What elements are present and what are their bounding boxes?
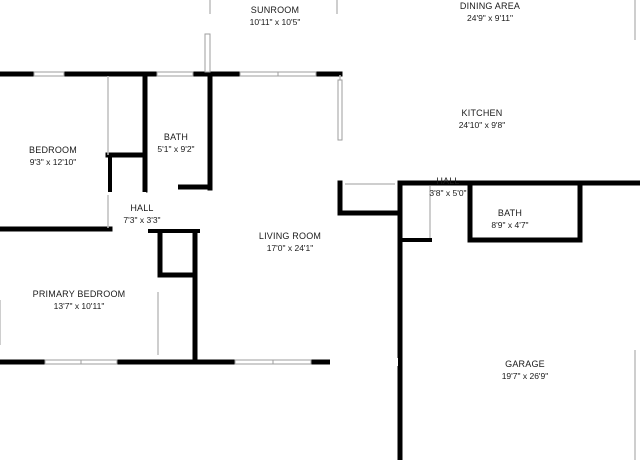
window bbox=[234, 359, 274, 365]
window bbox=[80, 359, 118, 365]
window bbox=[277, 71, 317, 77]
room-dims: 17'0" x 24'1" bbox=[266, 243, 314, 253]
room-dims: 9'3" x 12'10" bbox=[29, 157, 77, 167]
window bbox=[33, 71, 65, 77]
walls bbox=[0, 71, 640, 460]
room-dims: 7'3" x 3'3" bbox=[123, 215, 161, 225]
window bbox=[204, 33, 211, 73]
window bbox=[272, 359, 312, 365]
opening bbox=[148, 183, 178, 191]
room-dims: 19'7" x 26'9" bbox=[501, 371, 549, 381]
room-dims: 24'10" x 9'8" bbox=[458, 120, 506, 130]
bath-label-2: BATH 8'9" x 4'7" bbox=[478, 207, 542, 231]
room-name: GARAGE bbox=[505, 359, 545, 369]
sunroom-label: SUNROOM 10'11" x 10'5" bbox=[215, 4, 335, 28]
bath-label: BATH 5'1" x 9'2" bbox=[146, 131, 206, 155]
opening bbox=[330, 358, 398, 366]
living-room-label: LIVING ROOM 17'0" x 24'1" bbox=[230, 230, 350, 254]
room-dims: 5'1" x 9'2" bbox=[157, 144, 195, 154]
room-dims: 3'8" x 5'0" bbox=[429, 188, 467, 198]
room-dims: 10'11" x 10'5" bbox=[249, 17, 301, 27]
room-name: HALL bbox=[130, 203, 154, 213]
room-name: LIVING ROOM bbox=[258, 231, 322, 241]
dining-area-label: DINING AREA 24'9" x 9'11" bbox=[430, 0, 550, 24]
room-dims: 24'9" x 9'11" bbox=[467, 13, 513, 23]
garage-label: GARAGE 19'7" x 26'9" bbox=[465, 358, 585, 382]
room-name: DINING AREA bbox=[459, 1, 521, 11]
room-name: BATH bbox=[163, 132, 189, 142]
bedroom-label: BEDROOM 9'3" x 12'10" bbox=[0, 144, 106, 168]
room-name: HALL bbox=[436, 176, 460, 186]
opening bbox=[112, 192, 146, 202]
hall-label-2: HALL 3'8" x 5'0" bbox=[420, 175, 476, 199]
kitchen-label: KITCHEN 24'10" x 9'8" bbox=[422, 107, 542, 131]
room-name: BEDROOM bbox=[29, 145, 77, 155]
window bbox=[44, 359, 82, 365]
window bbox=[239, 71, 279, 77]
hall-label: HALL 7'3" x 3'3" bbox=[112, 202, 172, 226]
primary-bedroom-label: PRIMARY BEDROOM 13'7" x 10'11" bbox=[14, 288, 144, 312]
room-dims: 8'9" x 4'7" bbox=[491, 220, 529, 230]
openings bbox=[112, 183, 407, 366]
room-dims: 13'7" x 10'11" bbox=[53, 301, 105, 311]
room-name: SUNROOM bbox=[250, 5, 300, 15]
room-name: BATH bbox=[497, 208, 523, 218]
window bbox=[337, 79, 343, 141]
window bbox=[156, 71, 194, 77]
opening bbox=[403, 212, 407, 236]
windows bbox=[33, 33, 343, 365]
room-name: PRIMARY BEDROOM bbox=[32, 289, 126, 299]
room-name: KITCHEN bbox=[461, 108, 503, 118]
